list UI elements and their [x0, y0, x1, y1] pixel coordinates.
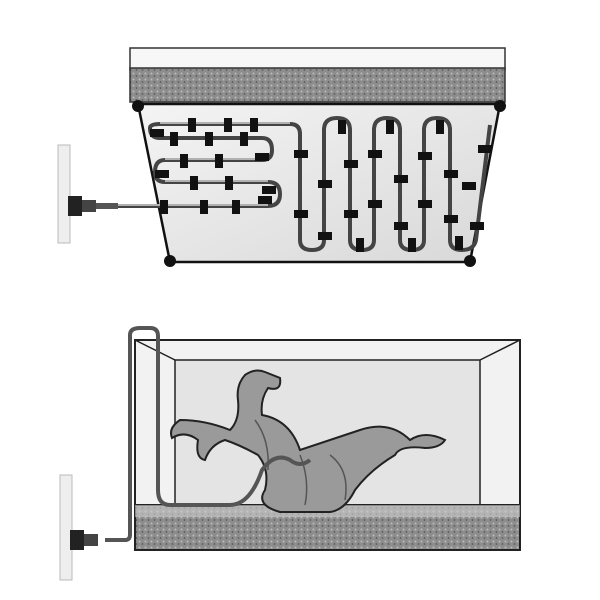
terrarium-top-view [57, 47, 506, 267]
substrate-layer [129, 67, 506, 103]
aquarium-view [59, 326, 521, 581]
power-plug-icon [68, 196, 118, 216]
power-plug-icon [70, 530, 98, 550]
cable-clips [150, 118, 492, 252]
wall-outlet [57, 144, 71, 244]
heating-cable [105, 326, 312, 542]
driftwood [170, 369, 447, 513]
heating-cable [118, 116, 492, 252]
wall-outlet [59, 474, 73, 581]
